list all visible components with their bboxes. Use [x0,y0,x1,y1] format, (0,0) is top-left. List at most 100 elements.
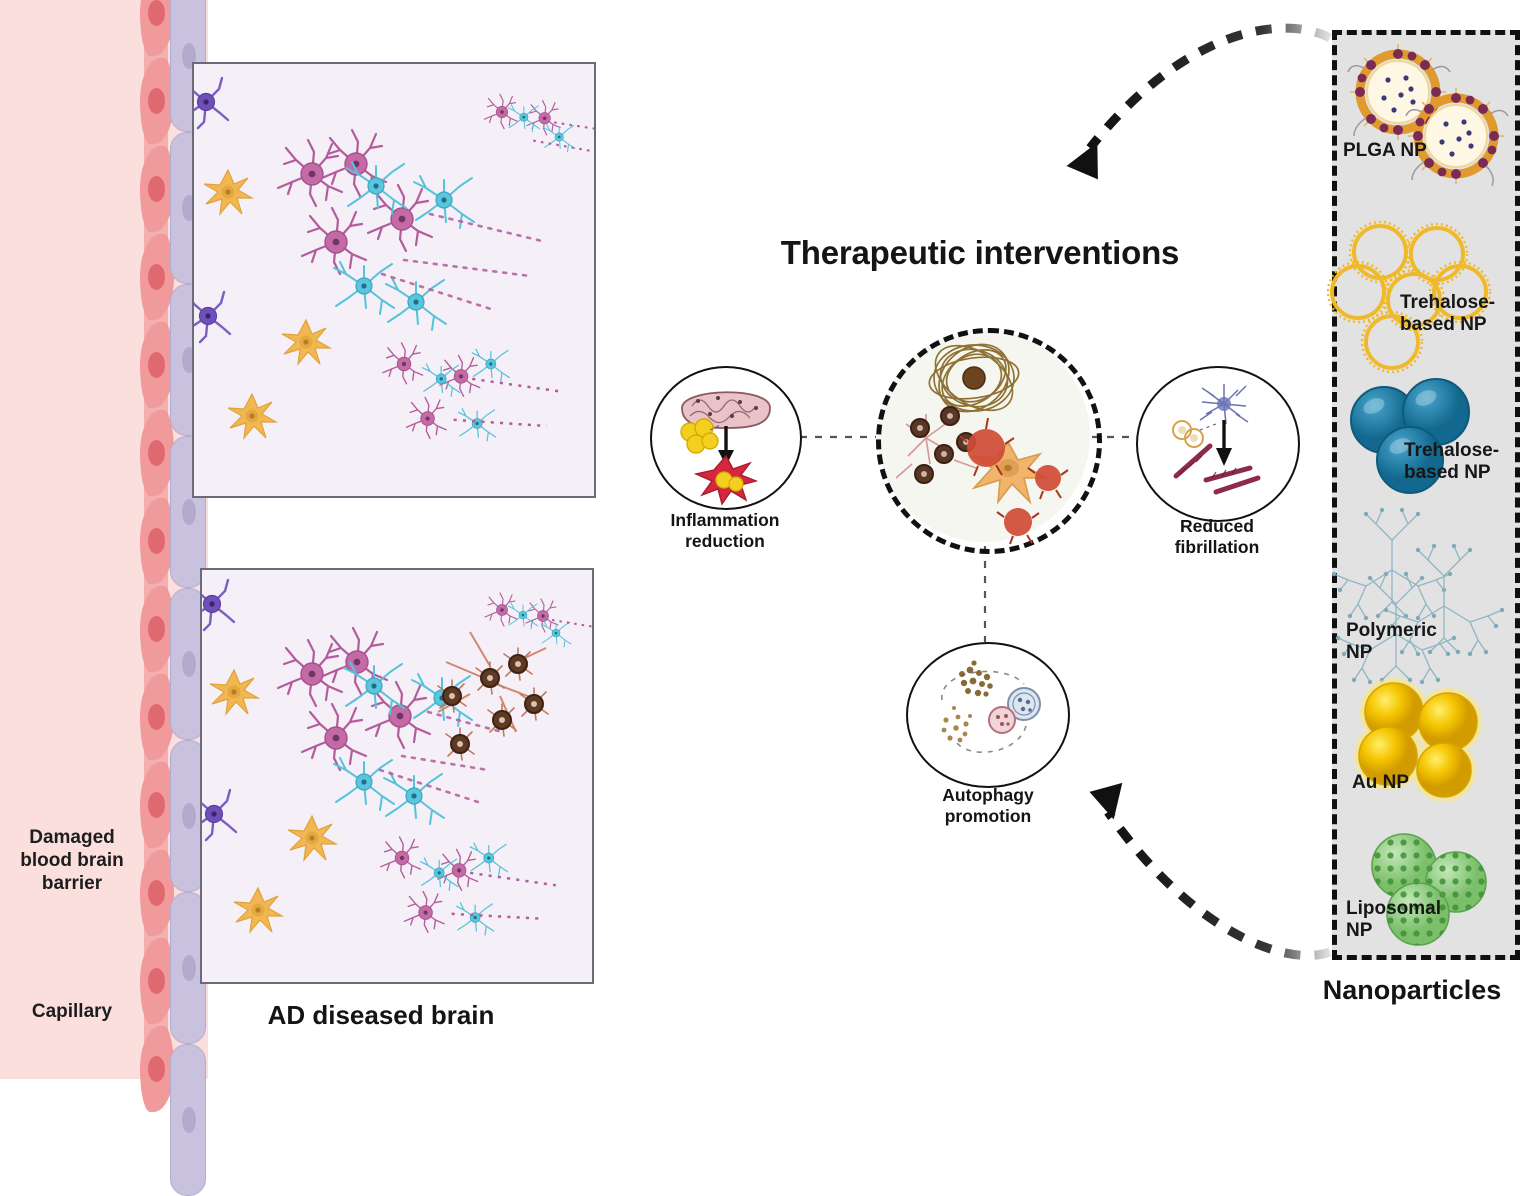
endothelial-cell [140,410,174,496]
endothelial-cell-nucleus [148,352,165,378]
np-label-polymeric-line-1: Polymeric [1346,620,1437,641]
inflammation-reduction-label: Inflammation reduction [640,510,810,552]
down-arrow-icon [1216,420,1232,466]
nanoparticle-pair-icon [1172,420,1204,448]
degraded-aggregate-icon [941,706,972,743]
np-label-liposomal: Liposomal NP [1346,898,1456,943]
neurofibrillary-tangle-icon [928,343,1020,413]
np-label-trehalose-1: Trehalose- based NP [1400,292,1520,337]
arrow-np-to-interventions [1086,23,1333,151]
ad-brain-caption: AD diseased brain [267,1000,495,1030]
blood-brain-barrier-region [0,0,208,1196]
np-label-polymeric: Polymeric NP [1346,620,1456,665]
endothelial-cell [140,762,174,848]
endothelial-cell-nucleus [148,264,165,290]
mitochondrion-icon [681,391,771,429]
brain-tissue-art-bottom [202,578,592,936]
endothelial-cell-nucleus [148,176,165,202]
endothelial-cell-nucleus [148,88,165,114]
pericyte-nucleus [182,651,196,677]
inflammation-label-line-1: Inflammation [670,510,780,530]
endothelial-cell [140,938,174,1024]
nanoparticles-box [1332,30,1520,960]
pericyte-nucleus [182,499,196,525]
damaged-bbb-label: Damaged blood brain barrier [2,826,142,896]
capillary-lumen [0,0,148,1079]
fibrillation-label-line-1: Reduced [1180,516,1254,536]
pericyte-cell [170,1044,206,1196]
np-label-liposomal-line-1: Liposomal [1346,898,1442,919]
page-title: Therapeutic interventions [780,234,1180,271]
endothelial-cell-nucleus [148,968,165,994]
autophagy-cycle-path [941,670,1027,754]
np-label-trehalose-1-line-1: Trehalose- [1400,292,1496,313]
endothelial-cell-column [140,0,174,1112]
endothelial-cell-nucleus [148,616,165,642]
trehalose-np-blue-icon [1350,378,1470,494]
amyloid-oligomer-icon [1199,384,1249,425]
damaged-bbb-line-3: barrier [41,873,103,895]
endothelial-cell [140,322,174,408]
inflammation-reduction-node[interactable] [650,366,802,510]
np-label-liposomal-line-2: NP [1346,920,1373,942]
endothelial-cell-nucleus [148,0,165,26]
arrow-np-to-brain [1104,809,1332,960]
endothelial-cell [140,58,174,144]
reduced-fibrillation-node[interactable] [1136,366,1300,522]
nanoparticle-illustrations [1326,30,1520,946]
damaged-bbb-line-2: blood brain [20,850,124,872]
nanoparticles-caption: Nanoparticles [1322,975,1502,1005]
amyloid-fibril-icons [1173,443,1261,495]
np-label-plga: PLGA NP [1343,140,1427,161]
amyloid-aggregate-icon [895,406,979,484]
endothelial-cell-nucleus [148,1056,165,1082]
endothelial-cell [140,234,174,320]
endothelial-cell-nucleus [148,440,165,466]
capillary-label: Capillary [31,1001,113,1022]
pericyte-nucleus [182,803,196,829]
brain-tissue-art-top [194,76,594,442]
pericyte-nucleus [182,1107,196,1133]
endothelial-cell [140,498,174,584]
inflammation-label-line-2: reduction [685,531,765,551]
endothelial-cell [140,146,174,232]
np-label-trehalose-2: Trehalose- based NP [1404,440,1524,485]
endothelial-cell [140,674,174,760]
autophagy-promotion-art [941,660,1041,754]
np-label-trehalose-2-line-2: based NP [1404,462,1491,484]
fibrillation-label-line-2: fibrillation [1174,537,1260,557]
endothelial-cell [140,850,174,936]
pericyte-nucleus [182,955,196,981]
endothelial-cell-nucleus [148,528,165,554]
endothelial-cell-nucleus [148,792,165,818]
endothelial-cell-nucleus [148,880,165,906]
np-label-trehalose-1-line-2: based NP [1400,314,1487,336]
np-label-polymeric-line-2: NP [1346,642,1373,664]
autophagy-promotion-node[interactable] [906,642,1070,788]
lysosome-icon [988,706,1016,734]
reduced-fibrillation-label: Reduced fibrillation [1130,516,1304,558]
central-hub-contents [895,343,1069,545]
damaged-bbb-line-1: Damaged [29,827,115,848]
arrowhead-top [1066,142,1098,180]
central-hub-outline [876,328,1102,554]
amyloid-plaque-red-icons [959,417,1069,545]
np-label-au: Au NP [1352,772,1409,793]
autophagy-label-line-2: promotion [944,806,1032,826]
reduced-fibrillation-art [1172,384,1261,495]
inflammation-reduction-art [680,391,771,506]
np-label-trehalose-2-line-1: Trehalose- [1404,440,1500,461]
arrowhead-bottom [1089,782,1123,820]
activated-microglia-icon [693,454,759,506]
brain-panel-diseased [200,568,594,984]
au-np-icon [1354,678,1482,802]
plga-np-icon [1348,44,1508,186]
autophagy-promotion-label: Autophagy promotion [902,785,1074,827]
autophagosome-icon [1007,687,1041,721]
nanoparticle-cluster-icon [680,418,719,454]
endothelial-cell-nucleus [148,704,165,730]
autophagy-label-line-1: Autophagy [942,785,1034,805]
protein-aggregate-icon [959,660,993,697]
endothelial-cell [140,586,174,672]
